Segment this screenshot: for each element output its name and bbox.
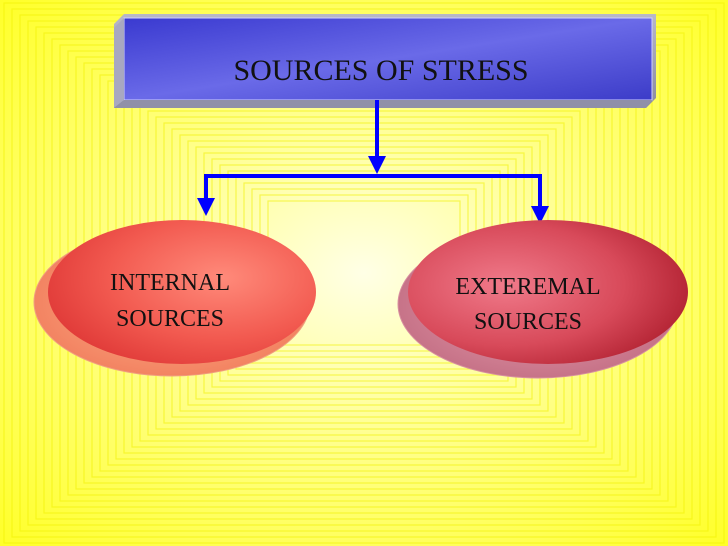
external-label-line2: SOURCES xyxy=(474,309,582,335)
down-arrow-left xyxy=(197,198,215,216)
connector-lines xyxy=(204,100,542,208)
branch-line xyxy=(204,174,542,208)
internal-label-line2: SOURCES xyxy=(116,306,224,332)
connector-arrows xyxy=(197,156,549,224)
internal-label-line1: INTERNAL xyxy=(110,270,230,296)
external-sources-node: EXTEREMAL SOURCES xyxy=(397,220,688,379)
title-box: SOURCES OF STRESS xyxy=(114,14,656,108)
down-arrow-right xyxy=(531,206,549,224)
background-frame xyxy=(3,2,725,544)
diagram-title: SOURCES OF STRESS xyxy=(233,54,528,87)
down-arrow-stem xyxy=(368,156,386,174)
background-frame xyxy=(11,8,717,538)
internal-sources-node: INTERNAL SOURCES xyxy=(33,220,316,377)
external-label-line1: EXTEREMAL xyxy=(455,274,600,300)
